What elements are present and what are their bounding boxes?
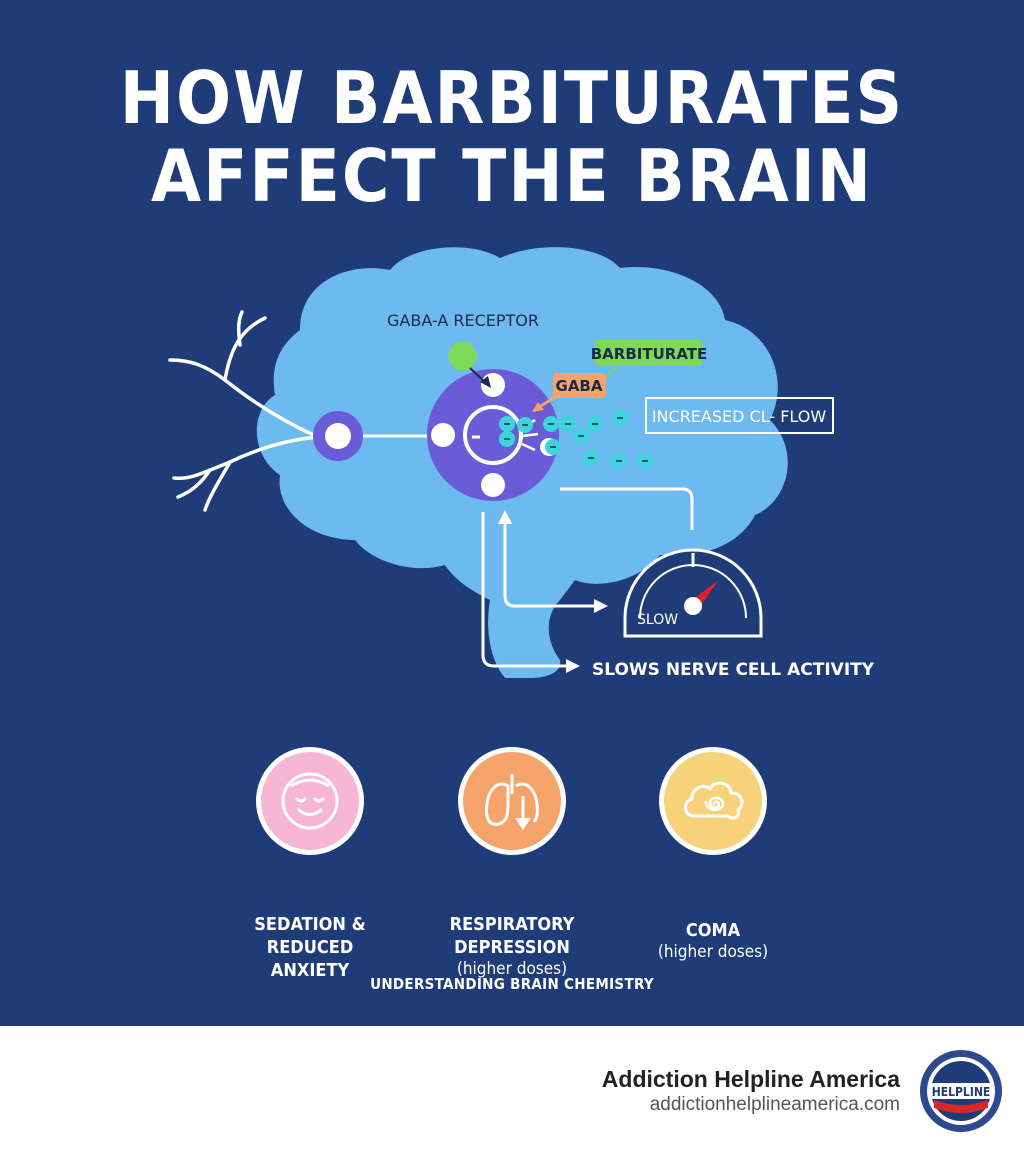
effect-note: (higher doses) xyxy=(456,959,568,979)
gaba-tag: GABA xyxy=(532,373,606,412)
effect-sedation: SEDATION & REDUCED ANXIETY xyxy=(200,747,420,982)
chloride-flow-label: INCREASED CL- FLOW xyxy=(652,407,827,426)
effect-respiratory-depression: RESPIRATORY DEPRESSION (higher doses) xyxy=(402,747,622,980)
gaba-label: GABA xyxy=(556,377,603,395)
effect-icon-circle xyxy=(256,747,364,855)
receptor-label: GABA-A RECEPTOR xyxy=(387,311,539,330)
speed-gauge: SLOW xyxy=(623,548,763,638)
footer-caption: UNDERSTANDING BRAIN CHEMISTRY xyxy=(370,975,654,993)
neuron-cell-body xyxy=(313,411,363,461)
title-line-1: HOW BARBITURATES xyxy=(119,56,905,140)
helpline-logo-seal: HELPLINE xyxy=(920,1050,1002,1132)
barbiturate-tag: BARBITURATE xyxy=(591,340,708,385)
lungs-down-arrow-icon xyxy=(485,774,539,830)
logo-text: HELPLINE xyxy=(932,1085,991,1099)
chloride-flow-box: INCREASED CL- FLOW xyxy=(645,397,834,434)
arrowheads xyxy=(498,510,608,673)
relaxed-face-icon xyxy=(281,772,339,830)
effect-icon-circle xyxy=(458,747,566,855)
effect-label: COMA xyxy=(685,920,741,941)
effect-coma: COMA (higher doses) xyxy=(603,747,823,963)
brand-name: Addiction Helpline America xyxy=(601,1066,900,1092)
infographic-poster: HOW BARBITURATES AFFECT THE BRAIN xyxy=(0,0,1024,1026)
barbiturate-molecule xyxy=(447,342,491,388)
gaba-a-receptor xyxy=(427,369,559,501)
brain-diagram: GABA-A RECEPTOR BARBITURATE GABA INCREAS… xyxy=(168,247,875,680)
brand-block: Addiction Helpline America addictionhelp… xyxy=(602,1066,900,1116)
result-label: SLOWS NERVE CELL ACTIVITY xyxy=(592,660,875,680)
chloride-ions xyxy=(499,410,653,469)
gauge-label: SLOW xyxy=(637,612,678,628)
effect-note: (higher doses) xyxy=(657,942,769,962)
title-line-2: AFFECT THE BRAIN xyxy=(150,134,874,218)
cloud-spiral-icon xyxy=(684,781,744,820)
neuron-dendrites xyxy=(168,310,320,512)
brand-url[interactable]: addictionhelplineamerica.com xyxy=(649,1094,900,1115)
effect-label: RESPIRATORY DEPRESSION xyxy=(449,914,575,958)
flow-arrows xyxy=(481,487,694,668)
effect-icon-circle xyxy=(659,747,767,855)
barbiturate-label: BARBITURATE xyxy=(591,345,708,363)
effect-label: SEDATION & REDUCED ANXIETY xyxy=(254,914,366,981)
